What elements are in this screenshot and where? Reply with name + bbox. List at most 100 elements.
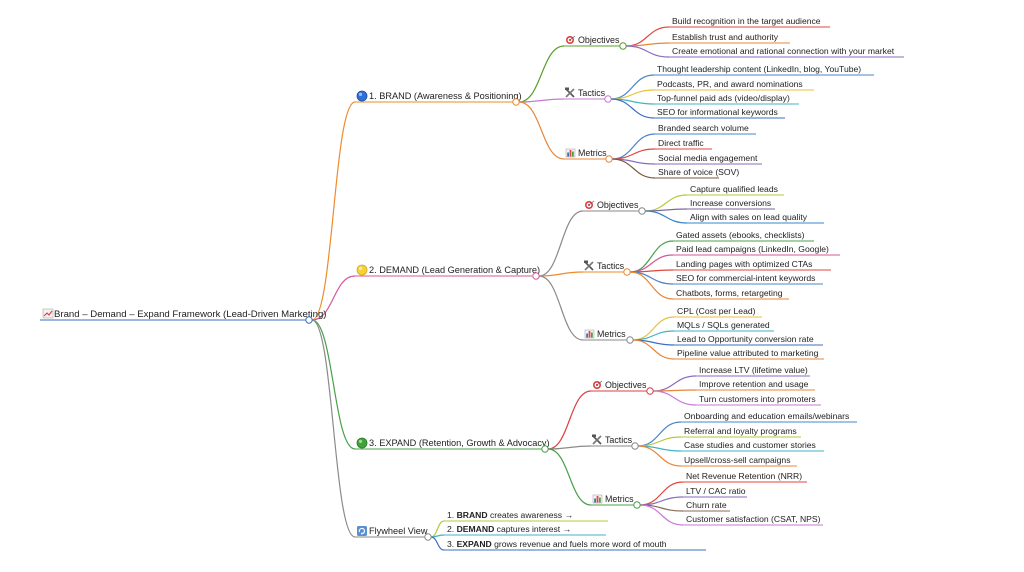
flywheel-step-number: 1. bbox=[447, 510, 457, 520]
leaf-item: Referral and loyalty programs bbox=[684, 426, 797, 436]
branch-toggle-brand[interactable] bbox=[512, 98, 520, 106]
group-toggle-brand-objectives[interactable] bbox=[619, 42, 627, 50]
leaf-connector bbox=[652, 390, 697, 406]
leaf-connector bbox=[629, 271, 674, 300]
tools-icon bbox=[592, 434, 602, 445]
leaf-connector bbox=[632, 339, 675, 360]
cycle-arrows-icon bbox=[357, 526, 367, 536]
leaf-item: Top-funnel paid ads (video/display) bbox=[657, 93, 790, 103]
group-connector-demand-objectives bbox=[538, 210, 584, 277]
group-connector-brand-metrics bbox=[518, 101, 565, 160]
target-icon bbox=[566, 35, 576, 44]
group-title-brand-tactics: Tactics bbox=[578, 88, 606, 98]
group-connector-expand-metrics bbox=[547, 448, 592, 506]
branch-title-brand: 1. BRAND (Awareness & Positioning) bbox=[369, 91, 522, 101]
leaf-item: Net Revenue Retention (NRR) bbox=[686, 471, 802, 481]
bar-chart-icon bbox=[592, 494, 603, 504]
leaf-connector bbox=[610, 98, 655, 119]
leaf-item: Lead to Opportunity conversion rate bbox=[677, 334, 814, 344]
leaf-connector bbox=[629, 240, 674, 273]
leaf-item: SEO for informational keywords bbox=[657, 107, 778, 117]
branch-toggle-flywheel[interactable] bbox=[424, 533, 432, 541]
leaf-item: Increase conversions bbox=[690, 198, 771, 208]
leaf-item: MQLs / SQLs generated bbox=[677, 320, 770, 330]
group-connector-demand-tactics bbox=[538, 271, 584, 277]
tools-icon bbox=[584, 260, 594, 271]
branch-title-expand: 3. EXPAND (Retention, Growth & Advocacy) bbox=[369, 438, 550, 448]
group-toggle-expand-metrics[interactable] bbox=[633, 501, 641, 509]
flywheel-step-stage: DEMAND bbox=[457, 524, 495, 534]
group-toggle-expand-objectives[interactable] bbox=[646, 387, 654, 395]
leaf-item: Share of voice (SOV) bbox=[658, 167, 739, 177]
group-toggle-expand-tactics[interactable] bbox=[631, 442, 639, 450]
flywheel-step: 2. DEMAND captures interest → bbox=[447, 524, 571, 534]
flywheel-step-text: creates awareness → bbox=[488, 510, 574, 520]
group-title-expand-objectives: Objectives bbox=[605, 380, 647, 390]
green-circle-icon bbox=[356, 437, 368, 449]
target-icon bbox=[585, 200, 595, 209]
leaf-connector bbox=[637, 421, 682, 447]
group-toggle-brand-tactics[interactable] bbox=[604, 95, 612, 103]
leaf-item: CPL (Cost per Lead) bbox=[677, 306, 756, 316]
branch-connector-demand bbox=[311, 275, 356, 321]
leaf-item: Capture qualified leads bbox=[690, 184, 778, 194]
flywheel-step-text: captures interest → bbox=[494, 524, 571, 534]
branch-connector-brand bbox=[311, 101, 356, 321]
group-title-brand-metrics: Metrics bbox=[578, 148, 607, 158]
yellow-circle-icon bbox=[356, 264, 368, 276]
branch-toggle-demand[interactable] bbox=[532, 272, 540, 280]
leaf-connector bbox=[629, 254, 674, 273]
leaf-item: Landing pages with optimized CTAs bbox=[676, 259, 812, 269]
group-toggle-brand-metrics[interactable] bbox=[605, 155, 613, 163]
leaf-item: Create emotional and rational connection… bbox=[672, 46, 895, 56]
leaf-item: Direct traffic bbox=[658, 138, 704, 148]
blue-circle-icon bbox=[356, 90, 368, 102]
bar-chart-icon bbox=[584, 329, 595, 339]
group-title-demand-tactics: Tactics bbox=[597, 261, 625, 271]
group-toggle-demand-objectives[interactable] bbox=[638, 207, 646, 215]
group-connector-brand-tactics bbox=[518, 98, 565, 103]
group-connector-expand-tactics bbox=[547, 445, 592, 450]
tools-icon bbox=[565, 87, 575, 98]
leaf-item: Pipeline value attributed to marketing bbox=[677, 348, 819, 358]
bar-chart-icon bbox=[565, 148, 576, 158]
root-title: Brand – Demand – Expand Framework (Lead-… bbox=[54, 309, 326, 320]
leaf-item: Podcasts, PR, and award nominations bbox=[657, 79, 803, 89]
group-connector-expand-objectives bbox=[547, 390, 592, 450]
leaf-item: LTV / CAC ratio bbox=[686, 486, 746, 496]
branch-connector-flywheel bbox=[311, 319, 356, 538]
group-toggle-demand-metrics[interactable] bbox=[626, 336, 634, 344]
branch-connector-expand bbox=[311, 319, 356, 450]
leaf-item: Churn rate bbox=[686, 500, 727, 510]
root-collapse-toggle[interactable] bbox=[305, 316, 313, 324]
flywheel-step-number: 3. bbox=[447, 539, 457, 549]
group-title-expand-metrics: Metrics bbox=[605, 494, 634, 504]
group-title-demand-metrics: Metrics bbox=[597, 329, 626, 339]
group-connector-demand-metrics bbox=[538, 275, 584, 341]
leaf-item: Social media engagement bbox=[658, 153, 758, 163]
leaf-item: Gated assets (ebooks, checklists) bbox=[676, 230, 805, 240]
leaf-item: Case studies and customer stories bbox=[684, 440, 816, 450]
leaf-item: Onboarding and education emails/webinars bbox=[684, 411, 849, 421]
leaf-item: Paid lead campaigns (LinkedIn, Google) bbox=[676, 244, 829, 254]
group-toggle-demand-tactics[interactable] bbox=[623, 268, 631, 276]
flywheel-step-stage: EXPAND bbox=[457, 539, 492, 549]
leaf-item: Establish trust and authority bbox=[672, 32, 779, 42]
leaf-item: Increase LTV (lifetime value) bbox=[699, 365, 808, 375]
leaf-item: Thought leadership content (LinkedIn, bl… bbox=[657, 64, 861, 74]
chart-increasing-icon bbox=[42, 308, 54, 319]
flywheel-step-stage: BRAND bbox=[457, 510, 488, 520]
leaf-connector bbox=[644, 210, 688, 224]
connector-lines bbox=[40, 26, 904, 551]
leaf-connector bbox=[629, 271, 674, 285]
branch-title-flywheel: Flywheel View bbox=[369, 526, 428, 536]
leaf-connector bbox=[632, 316, 675, 341]
leaf-item: Chatbots, forms, retargeting bbox=[676, 288, 783, 298]
branch-toggle-expand[interactable] bbox=[541, 445, 549, 453]
flywheel-step-number: 2. bbox=[447, 524, 457, 534]
leaf-connector bbox=[611, 158, 656, 179]
leaf-item: Turn customers into promoters bbox=[699, 394, 816, 404]
flywheel-step: 3. EXPAND grows revenue and fuels more w… bbox=[447, 539, 667, 549]
leaf-item: Branded search volume bbox=[658, 123, 749, 133]
